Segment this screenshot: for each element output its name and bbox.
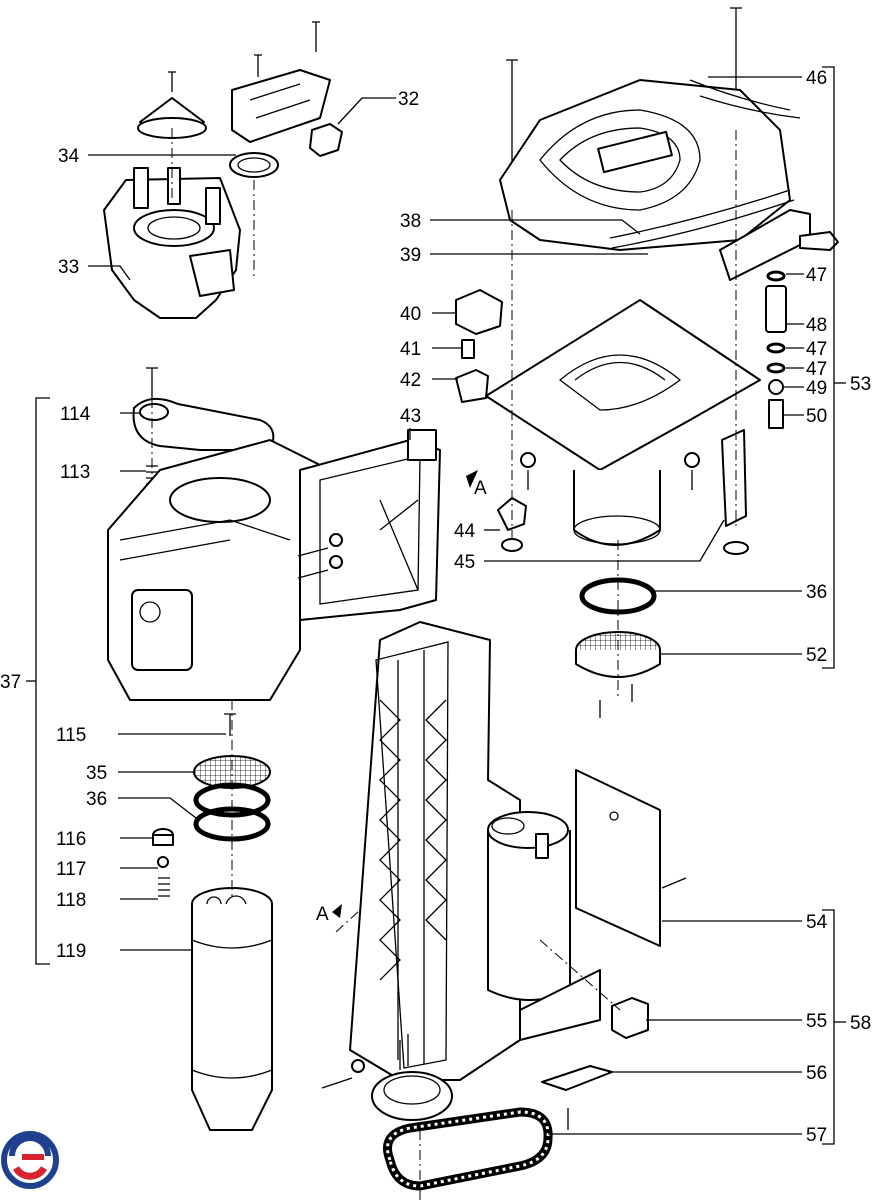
label-33: 33 bbox=[58, 257, 79, 278]
left-body-assembly bbox=[107, 367, 441, 1131]
label-118: 118 bbox=[56, 890, 86, 911]
label-34: 34 bbox=[58, 146, 80, 167]
section-mark-top: A bbox=[474, 478, 487, 499]
label-35: 35 bbox=[86, 763, 107, 784]
label-47-a: 47 bbox=[806, 265, 827, 286]
label-39: 39 bbox=[400, 245, 421, 266]
label-55: 55 bbox=[806, 1011, 827, 1032]
label-52: 52 bbox=[806, 645, 827, 666]
label-47-b: 47 bbox=[806, 339, 827, 360]
label-113: 113 bbox=[60, 462, 90, 483]
label-54: 54 bbox=[806, 912, 828, 933]
label-115: 115 bbox=[56, 725, 86, 746]
top-left-assembly bbox=[103, 21, 343, 319]
section-marks: A A bbox=[316, 470, 487, 925]
label-45: 45 bbox=[454, 552, 475, 573]
label-48: 48 bbox=[806, 315, 827, 336]
label-36-top: 36 bbox=[806, 582, 827, 603]
brand-logo bbox=[1, 1131, 59, 1189]
label-43: 43 bbox=[400, 406, 421, 427]
label-38: 38 bbox=[400, 211, 421, 232]
label-49: 49 bbox=[806, 378, 827, 399]
label-114: 114 bbox=[60, 404, 91, 425]
center-assembly bbox=[321, 621, 687, 1200]
leader-lines bbox=[26, 66, 846, 1145]
label-119: 119 bbox=[56, 941, 86, 962]
label-46: 46 bbox=[806, 68, 827, 89]
section-mark-bottom: A bbox=[316, 904, 329, 925]
label-53: 53 bbox=[850, 374, 871, 395]
label-42: 42 bbox=[400, 370, 421, 391]
part-labels: 32 34 33 46 38 39 40 41 42 43 47 48 47 4… bbox=[0, 68, 871, 1146]
label-116: 116 bbox=[56, 829, 86, 850]
label-40: 40 bbox=[400, 304, 421, 325]
top-right-assembly bbox=[455, 7, 839, 718]
label-36-left: 36 bbox=[86, 789, 107, 810]
label-44: 44 bbox=[454, 521, 476, 542]
label-47-c: 47 bbox=[806, 359, 827, 380]
label-32: 32 bbox=[398, 89, 419, 110]
label-57: 57 bbox=[806, 1125, 827, 1146]
label-37: 37 bbox=[0, 672, 21, 693]
label-41: 41 bbox=[400, 339, 421, 360]
label-50: 50 bbox=[806, 406, 827, 427]
label-56: 56 bbox=[806, 1063, 827, 1084]
label-117: 117 bbox=[56, 859, 86, 880]
label-58: 58 bbox=[850, 1013, 871, 1034]
